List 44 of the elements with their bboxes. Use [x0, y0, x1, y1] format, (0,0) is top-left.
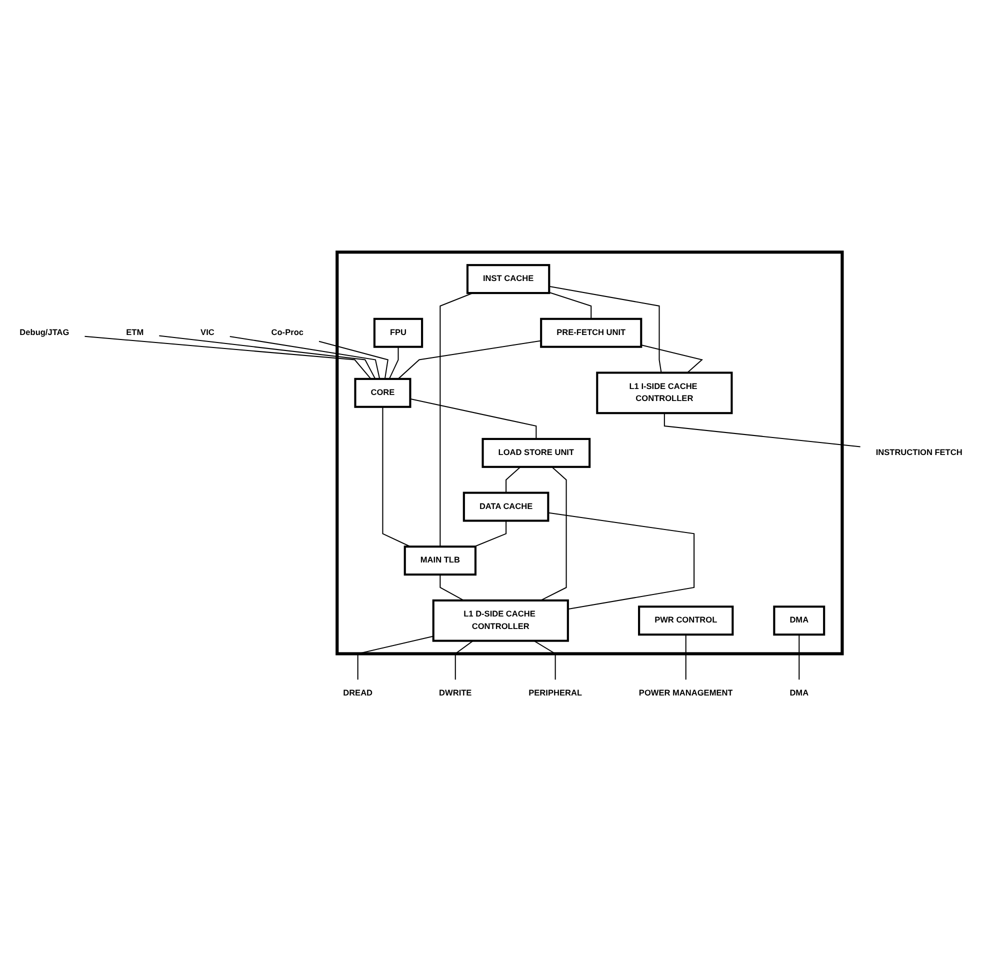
node-text: POWER MANAGEMENT [638, 689, 733, 698]
node-box: L1 D-SIDE CACHE CONTROLLER [432, 600, 569, 642]
connector [798, 634, 800, 680]
node-text: ETM [126, 328, 144, 338]
node-box: PWR CONTROL [638, 606, 734, 636]
node-box: INST CACHE [466, 264, 550, 294]
node-box: L1 I-SIDE CACHE CONTROLLER [596, 372, 733, 414]
connector [549, 286, 662, 373]
connector [548, 292, 592, 320]
connector [454, 640, 474, 680]
cluster [336, 250, 844, 656]
node-box: FPU [373, 318, 424, 348]
connector [398, 340, 542, 380]
node-box: DMA [773, 606, 826, 636]
node-text: PERIPHERAL [528, 689, 582, 698]
node-text: DREAD [343, 689, 373, 698]
connector [440, 574, 464, 602]
connector [84, 336, 372, 380]
node-text: Co-Proc [271, 328, 304, 338]
connector [382, 407, 411, 548]
node-text: VIC [200, 328, 214, 338]
connector [388, 347, 399, 380]
connector [548, 512, 695, 610]
node-box: CORE [354, 378, 412, 408]
connector [410, 398, 537, 440]
node-text: DWRITE [439, 689, 472, 698]
node-box: LOAD STORE UNIT [482, 438, 591, 468]
node-text: Debug/JTAG [20, 328, 70, 338]
connector [534, 640, 556, 680]
node-box: MAIN TLB [404, 546, 477, 576]
connector [685, 634, 686, 680]
node-box: PRE-FETCH UNIT [540, 318, 642, 348]
connector [318, 340, 388, 380]
connector [664, 413, 860, 448]
node-text: DMA [790, 689, 809, 698]
connector [506, 466, 521, 493]
node-box: DATA CACHE [462, 492, 550, 522]
node-text: INSTRUCTION FETCH [876, 448, 962, 458]
connector [230, 336, 380, 380]
connector [474, 520, 507, 548]
connector [159, 335, 376, 380]
connector [357, 636, 434, 680]
connector [540, 466, 567, 602]
connector [641, 344, 704, 374]
